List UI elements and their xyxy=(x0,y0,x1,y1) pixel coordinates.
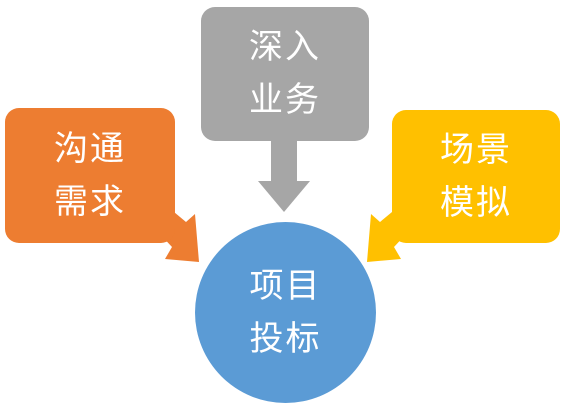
node-label-line1: 场景 xyxy=(440,129,512,170)
node-label-line2: 需求 xyxy=(54,181,126,222)
node-deep-business: 深入 业务 xyxy=(201,7,369,141)
node-label-line1: 沟通 xyxy=(54,128,126,169)
node-label-line2: 业务 xyxy=(249,80,321,120)
node-label-line1: 项目 xyxy=(249,265,322,306)
node-scenario-simulation: 场景 模拟 xyxy=(392,110,560,243)
node-project-bidding: 项目 投标 xyxy=(195,222,376,403)
node-communicate-needs: 沟通 需求 xyxy=(5,108,175,243)
node-label-line2: 投标 xyxy=(249,318,322,359)
node-label-line2: 模拟 xyxy=(440,182,512,223)
arrow-down-gray xyxy=(258,141,310,212)
node-label-line1: 深入 xyxy=(249,27,321,68)
